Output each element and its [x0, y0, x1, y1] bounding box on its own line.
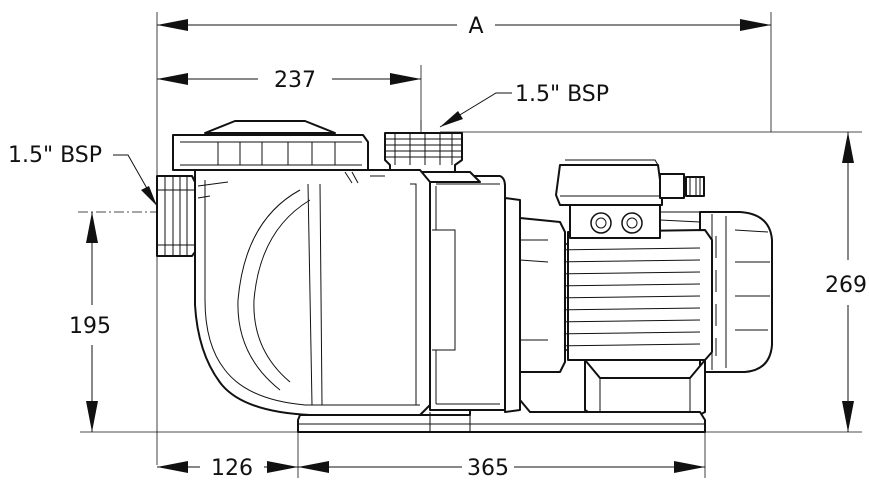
motor-body: [547, 229, 713, 361]
flange-adapter: [423, 189, 566, 413]
pump-illustration: [156, 120, 773, 433]
dimension-195-label: 195: [69, 314, 111, 339]
dimension-269-label: 269: [825, 273, 867, 298]
inlet-bsp-label: 1.5" BSP: [8, 143, 102, 168]
dimension-365-label: 365: [467, 456, 509, 480]
motor-rear-cover: [699, 211, 773, 373]
dimension-126-label: 126: [211, 456, 253, 480]
outlet-bsp-label: 1.5" BSP: [515, 82, 609, 107]
pump-housing: [429, 175, 506, 411]
terminal-box: [555, 159, 705, 239]
strainer-lid: [172, 120, 369, 171]
dimension-237-label: 237: [274, 68, 316, 93]
dimension-a-label: A: [468, 14, 483, 39]
strainer-body: [194, 169, 431, 416]
inlet-port: [156, 175, 196, 257]
dimension-labels: A 237 195 269 126 365 1.5" BSP 1.5" BSP: [8, 14, 867, 480]
